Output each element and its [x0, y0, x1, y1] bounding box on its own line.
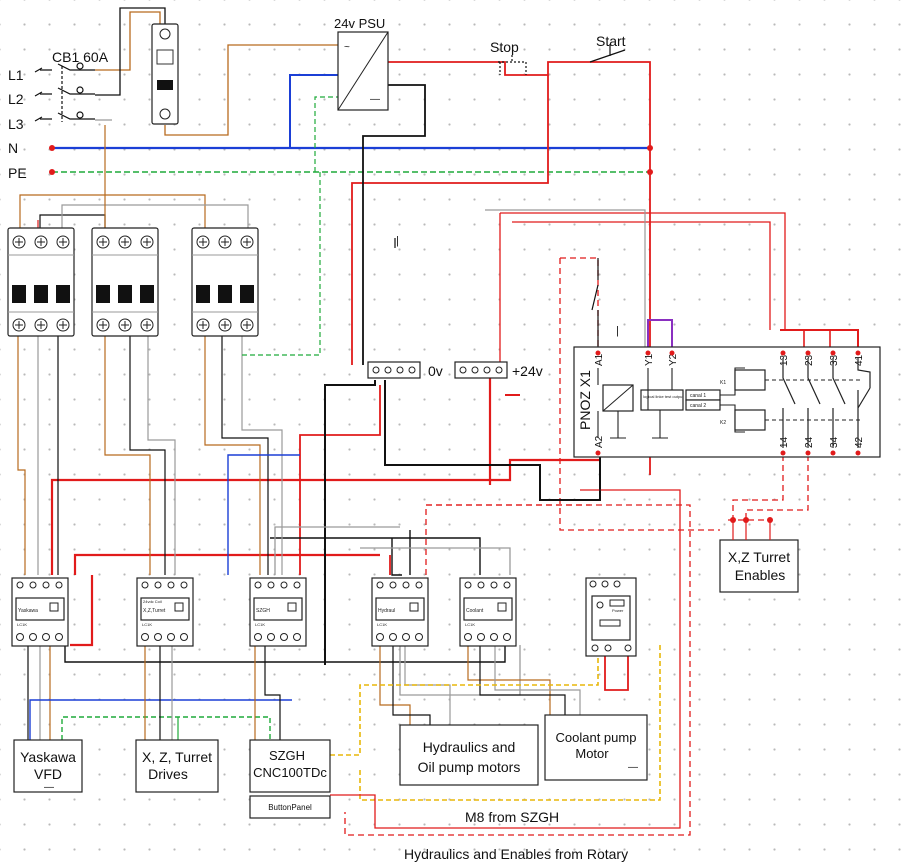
- stop-start-buttons: Stop Start | |: [396, 33, 626, 350]
- contactor-tag: Hydraul: [378, 608, 395, 614]
- power-relay: Power: [585, 577, 637, 657]
- pnoz-terminal-label: 33: [829, 354, 840, 366]
- svg-text:|: |: [616, 325, 619, 337]
- load-drives: X, Z, Turret Drives: [135, 739, 219, 793]
- wires: [17, 7, 859, 836]
- svg-text:|: |: [396, 235, 399, 247]
- contactor-tag: Coolant: [466, 608, 484, 614]
- zero-v-label: 0v: [428, 363, 443, 379]
- neutral-node: [49, 145, 55, 151]
- load-coolant: Coolant pump Motor —: [544, 714, 648, 781]
- load-szgh: SZGH CNC100TDc: [249, 739, 331, 793]
- contactor-ident: LC1K: [465, 622, 475, 627]
- svg-text:Drives: Drives: [148, 766, 188, 782]
- button-panel-label: ButtonPanel: [268, 803, 312, 812]
- rotary-note: Hydraulics and Enables from Rotary: [404, 846, 628, 862]
- svg-text:VFD: VFD: [34, 766, 62, 782]
- svg-text:~: ~: [344, 42, 350, 53]
- contactor-tag: X,Z,Turret: [143, 608, 166, 614]
- pe-node: [49, 169, 55, 175]
- breaker-label: CB1 60A: [52, 49, 109, 65]
- svg-text:—: —: [370, 94, 380, 105]
- contactor-ident: LC1K: [377, 622, 387, 627]
- plus-24v-label: +24v: [512, 363, 543, 379]
- start-label: Start: [596, 33, 626, 49]
- line-label-l1: L1: [8, 67, 24, 83]
- load-button-panel: ButtonPanel: [249, 795, 331, 819]
- contactor-coil-label: 24vdc Coil: [143, 599, 162, 604]
- szgh-label: CNC100TDc: [253, 765, 327, 780]
- svg-text:—: —: [44, 782, 54, 793]
- stop-label: Stop: [490, 39, 519, 55]
- coil-k2-label: K2: [720, 420, 726, 426]
- contactor-ident: LC1K: [255, 622, 265, 627]
- m8-note: M8 from SZGH: [465, 809, 559, 825]
- three-pole-breakers: [7, 227, 259, 337]
- stop-button[interactable]: Stop: [490, 39, 527, 75]
- load-hydraulics: Hydraulics and Oil pump motors: [399, 724, 539, 786]
- pnoz-terminal-label: Y2: [668, 353, 679, 366]
- power-relay-label: Power: [612, 608, 624, 613]
- svg-text:—: —: [628, 762, 638, 773]
- pnoz-terminal-label: A1: [594, 353, 605, 366]
- terminal-block-24v: +24v: [454, 361, 543, 379]
- contactor-szgh: SZGH LC1K: [249, 577, 307, 647]
- channel-1-label: canal 1: [690, 393, 706, 399]
- drives-label: X, Z, Turret: [142, 749, 212, 765]
- three-pole-breaker: [7, 227, 75, 337]
- psu-label: 24v PSU: [334, 16, 385, 31]
- pnoz-terminal-label: 24: [804, 436, 815, 448]
- three-pole-breaker: [91, 227, 159, 337]
- svg-text:Oil pump motors: Oil pump motors: [418, 759, 521, 775]
- coolant-label: Coolant pump: [556, 730, 637, 745]
- pnoz-terminal-label: 34: [829, 436, 840, 448]
- safety-relay-title: PNOZ X1: [577, 370, 593, 430]
- psu-block: ~ — 24v PSU: [334, 16, 389, 111]
- line-label-n: N: [8, 140, 18, 156]
- pnoz-terminal-label: 42: [854, 436, 865, 448]
- svg-text:Enables: Enables: [735, 567, 786, 583]
- main-breaker-symbol: [34, 62, 95, 122]
- line-label-l3: L3: [8, 116, 24, 132]
- line-label-pe: PE: [8, 165, 27, 181]
- contactor-ident: LC1K: [142, 622, 152, 627]
- contactor-tag: SZGH: [256, 608, 270, 614]
- svg-text:SZGH: SZGH: [269, 748, 305, 763]
- logic-label: logical linke test output: [643, 394, 684, 399]
- single-pole-breaker: [151, 23, 179, 125]
- pnoz-terminal-label: 13: [779, 354, 790, 366]
- contactor-ident: LC1K: [17, 622, 27, 627]
- load-turret-enables: X,Z Turret Enables: [719, 517, 799, 593]
- hydraulics-label: Hydraulics and: [423, 739, 516, 755]
- pnoz-terminal-label: Y1: [644, 353, 655, 366]
- yaskawa-label: Yaskawa: [20, 749, 76, 765]
- supply-section: CB1 60A L1 L2 L3 N PE: [8, 23, 653, 181]
- svg-text:Motor: Motor: [575, 746, 609, 761]
- pnoz-terminal-label: 41: [854, 354, 865, 366]
- turret-label: X,Z Turret: [728, 549, 790, 565]
- pe-end-node: [647, 169, 653, 175]
- start-button[interactable]: Start: [589, 33, 626, 63]
- coil-k1-label: K1: [720, 380, 726, 386]
- three-pole-breaker: [191, 227, 259, 337]
- terminal-block-0v: 0v: [367, 361, 443, 379]
- load-yaskawa: Yaskawa VFD —: [13, 739, 83, 793]
- neutral-end-node: [647, 145, 653, 151]
- channel-2-label: canal 2: [690, 403, 706, 409]
- contactor-tag: Yaskawa: [18, 608, 38, 614]
- pnoz-terminal-label: 14: [779, 436, 790, 448]
- pnoz-terminal-label: A2: [594, 435, 605, 448]
- line-label-l2: L2: [8, 91, 24, 107]
- pnoz-terminal-label: 23: [804, 354, 815, 366]
